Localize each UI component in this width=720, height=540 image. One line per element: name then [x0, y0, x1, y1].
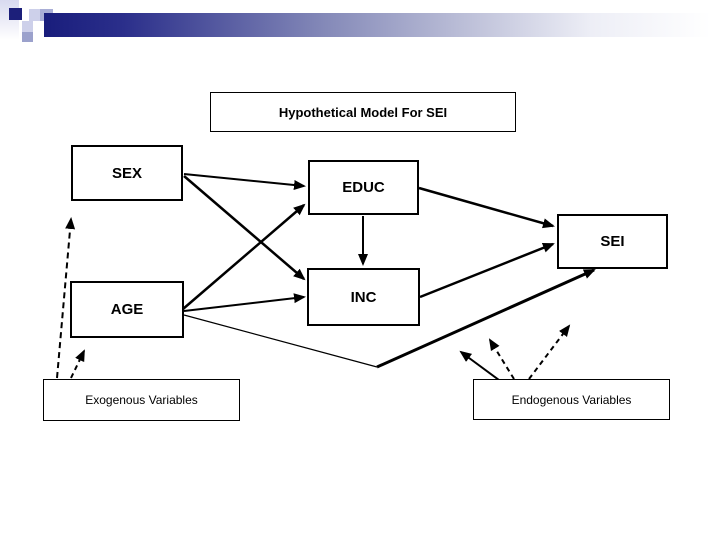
header-gradient-bar: [44, 13, 711, 37]
node-sex: SEX: [71, 145, 183, 201]
node-inc: INC: [307, 268, 420, 326]
arrow-endogenous-sei: [528, 324, 571, 380]
node-educ-label: EDUC: [342, 179, 385, 196]
endogenous-variables-box: Endogenous Variables: [473, 379, 670, 420]
node-age-label: AGE: [110, 301, 144, 318]
arrow-endogenous-educ: [488, 338, 515, 380]
node-age: AGE: [70, 281, 184, 338]
deco-square-light: [29, 9, 40, 21]
arrow-sex-inc: [183, 175, 306, 281]
exogenous-variables-label: Exogenous Variables: [85, 393, 198, 407]
exogenous-variables-box: Exogenous Variables: [43, 379, 240, 421]
arrow-exogenous-sex: [56, 217, 76, 379]
deco-square-navy: [9, 8, 22, 20]
deco-square-light: [22, 21, 33, 32]
slide-title: Hypothetical Model For SEI: [278, 104, 448, 120]
arrow-inc-sei: [419, 242, 555, 299]
endogenous-variables-label: Endogenous Variables: [511, 392, 632, 407]
node-inc-label: INC: [350, 288, 377, 306]
header-gradient-strip: [0, 0, 19, 40]
arrow-sex-educ: [183, 173, 306, 190]
node-sex-label: SEX: [111, 164, 142, 182]
arrow-age-inc: [183, 293, 306, 312]
node-sei: SEI: [557, 214, 668, 269]
slide-title-box: Hypothetical Model For SEI: [210, 92, 516, 132]
arrow-exogenous-age: [70, 349, 85, 379]
deco-square-medium: [22, 32, 33, 42]
arrow-age-educ: [182, 203, 306, 310]
node-sei-label: SEI: [600, 233, 625, 250]
node-educ: EDUC: [308, 160, 419, 215]
arrow-educ-sei: [418, 186, 555, 229]
